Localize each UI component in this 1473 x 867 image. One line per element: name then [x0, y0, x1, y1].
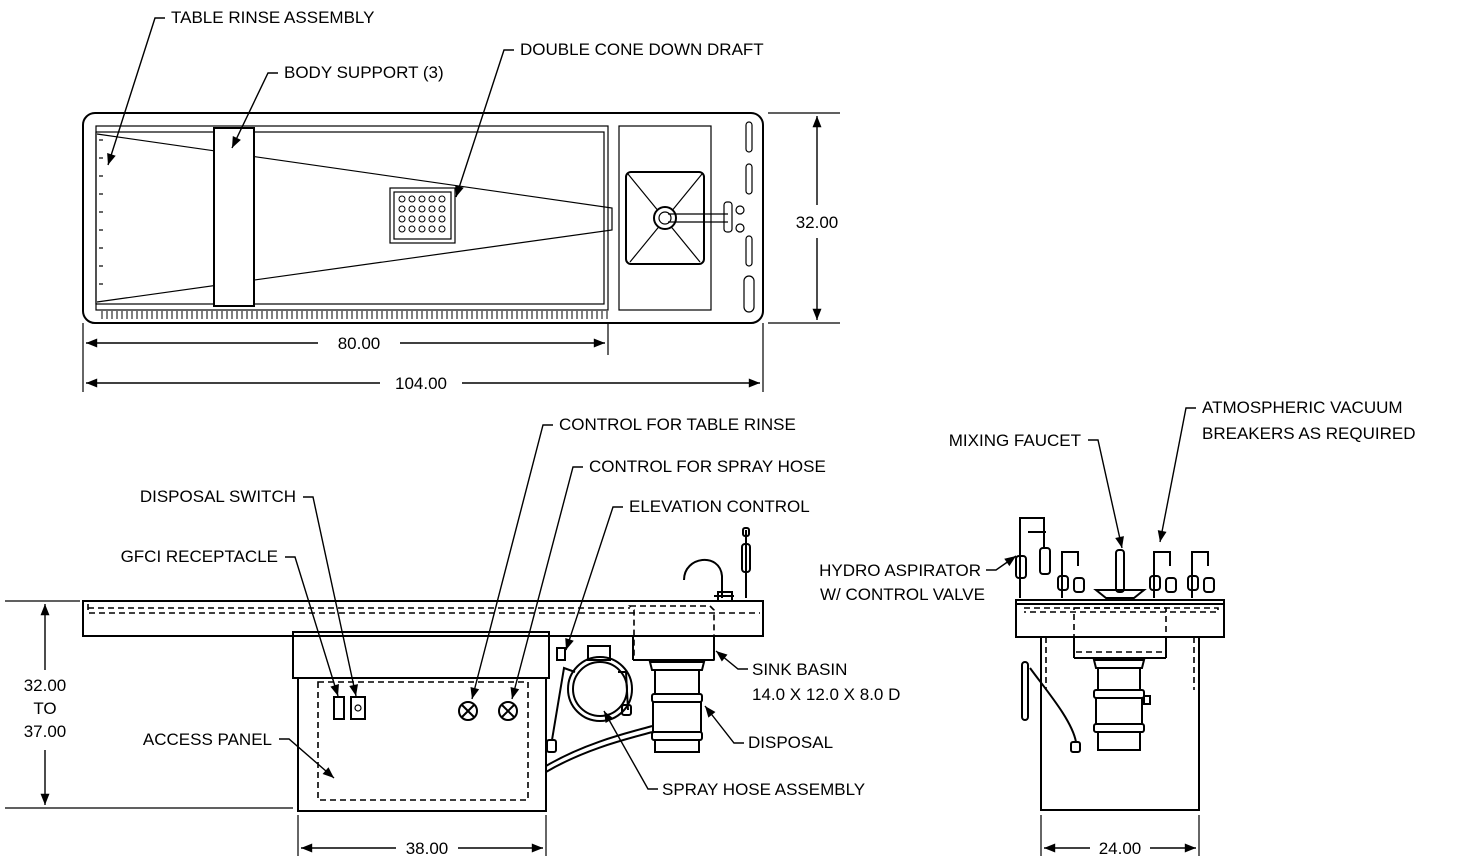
vacuum-breakers — [1057, 551, 1215, 598]
label-elevation-control: ELEVATION CONTROL — [629, 497, 810, 516]
side-disposal — [1092, 659, 1151, 751]
side-sink-hidden — [1073, 607, 1167, 653]
dimension-80: 80.00 — [82, 322, 609, 392]
side-view: MIXING FAUCET ATMOSPHERIC VACUUM BREAKER… — [819, 398, 1415, 858]
gfci-receptacle — [333, 696, 345, 720]
label-down-draft: DOUBLE CONE DOWN DRAFT — [520, 40, 764, 59]
side-mixing-faucet — [1093, 549, 1147, 599]
dimension-38: 38.00 — [297, 815, 547, 858]
hydro-aspirator — [1015, 517, 1051, 598]
label-access-panel: ACCESS PANEL — [143, 730, 272, 749]
control-valve-spray-hose — [498, 701, 518, 721]
table-outline — [82, 112, 764, 324]
disposal-switch — [350, 696, 366, 720]
label-aspirator-1: HYDRO ASPIRATOR — [819, 561, 981, 580]
side-spray-hose — [1021, 661, 1081, 753]
label-sink-basin: SINK BASIN — [752, 660, 847, 679]
sink-basin-hidden — [628, 605, 715, 661]
down-draft-grate — [389, 187, 456, 244]
label-body-support: BODY SUPPORT (3) — [284, 63, 444, 82]
label-gfci: GFCI RECEPTACLE — [121, 547, 278, 566]
dim-80-text: 80.00 — [338, 334, 381, 353]
dim-height-3: 37.00 — [24, 722, 67, 741]
rinse-nozzles — [99, 139, 103, 285]
dimension-32-top: 32.00 — [768, 112, 840, 324]
spray-hose-coil — [545, 645, 653, 773]
sink-basin-top — [625, 171, 745, 265]
drain-slots — [100, 311, 608, 319]
dimension-24: 24.00 — [1040, 815, 1200, 858]
control-valves-top — [743, 121, 755, 313]
dim-height-1: 32.00 — [24, 676, 67, 695]
label-disposal-switch: DISPOSAL SWITCH — [140, 487, 296, 506]
body-support — [213, 127, 255, 307]
table-surface — [95, 125, 609, 311]
table-surface-inner — [95, 131, 605, 305]
disposal-unit — [648, 661, 706, 753]
label-spray-hose: SPRAY HOSE ASSEMBLY — [662, 780, 865, 799]
dim-32-top-text: 32.00 — [796, 213, 839, 232]
top-view: TABLE RINSE ASSEMBLY BODY SUPPORT (3) DO… — [82, 8, 840, 393]
dim-104-text: 104.00 — [395, 374, 447, 393]
access-panel — [317, 681, 529, 801]
mixing-faucet-front — [683, 559, 723, 598]
dimension-height: 32.00 TO 37.00 — [5, 600, 293, 809]
label-sink-basin-size: 14.0 X 12.0 X 8.0 D — [752, 685, 900, 704]
table-top-profile — [82, 600, 764, 637]
side-table-top — [1015, 599, 1225, 638]
label-control-table-rinse: CONTROL FOR TABLE RINSE — [559, 415, 796, 434]
control-valve-table-rinse — [458, 701, 478, 721]
side-pedestal — [1040, 636, 1200, 811]
label-vacuum-1: ATMOSPHERIC VACUUM — [1202, 398, 1403, 417]
label-aspirator-2: W/ CONTROL VALVE — [820, 585, 985, 604]
label-table-rinse: TABLE RINSE ASSEMBLY — [171, 8, 374, 27]
label-vacuum-2: BREAKERS AS REQUIRED — [1202, 424, 1416, 443]
label-control-spray-hose: CONTROL FOR SPRAY HOSE — [589, 457, 826, 476]
dim-38-text: 38.00 — [406, 839, 449, 858]
down-draft-cones — [96, 133, 613, 303]
dim-24-text: 24.00 — [1099, 839, 1142, 858]
pedestal-upper — [292, 631, 550, 679]
label-mixing-faucet: MIXING FAUCET — [949, 431, 1081, 450]
dimension-104: 104.00 — [85, 323, 764, 393]
dim-height-2: TO — [33, 699, 56, 718]
label-disposal: DISPOSAL — [748, 733, 833, 752]
sink-surround — [618, 125, 712, 311]
front-view: CONTROL FOR TABLE RINSE CONTROL FOR SPRA… — [5, 415, 900, 858]
elevation-control-switch — [556, 647, 566, 661]
